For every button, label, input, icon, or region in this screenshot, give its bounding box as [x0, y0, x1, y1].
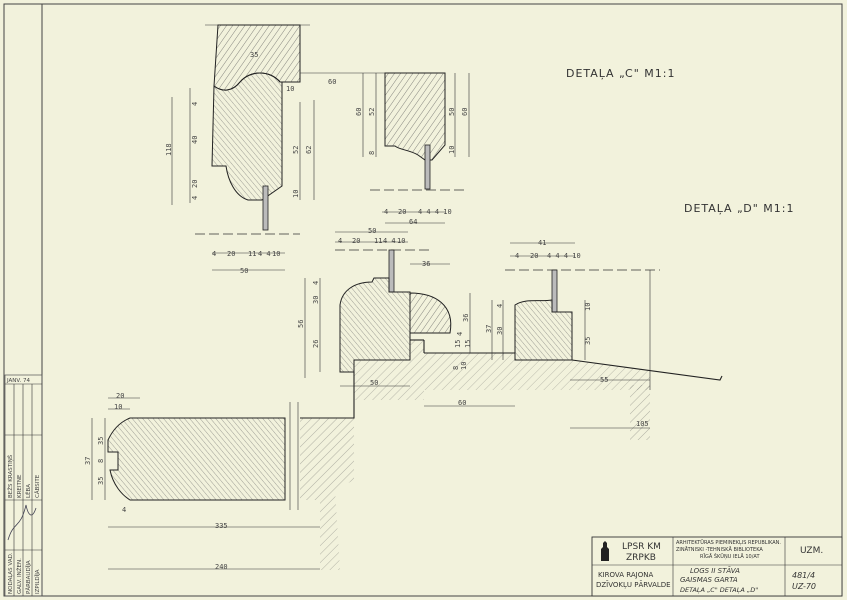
dim-label: 50: [370, 379, 378, 387]
dim-label: 4 4 4 10: [418, 208, 452, 216]
role-label: IZPILDĪJA: [34, 569, 41, 594]
client-line-2: DZĪVOKĻU PĀRVALDE: [596, 580, 671, 590]
dim-label: 35: [584, 337, 592, 345]
tower-logo-icon: [601, 541, 609, 561]
drawing-title-line-1: LOGS II STĀVA: [690, 566, 740, 575]
drawing-title-line-3: DETAĻA „C" DETAĻA „D": [680, 586, 758, 594]
name-label: CĀBSITE: [34, 474, 41, 498]
dim-label: 240: [215, 563, 228, 571]
dim-label: 4: [191, 196, 199, 200]
signature-strip: [4, 374, 43, 597]
dim-label: 56: [297, 320, 305, 328]
dim-label: 20: [530, 252, 538, 260]
dim-label: 11: [374, 237, 382, 245]
dim-label: 4 4 4 10: [547, 252, 581, 260]
dim-label: 10: [397, 237, 405, 245]
archive-line-3: RĪGĀ ŠKŪŅU IELĀ 10/AT: [700, 553, 760, 560]
dim-label: 10: [292, 190, 300, 198]
uzm-label: UZM.: [800, 546, 823, 556]
dim-label: 26: [312, 340, 320, 348]
archive-line-2: ZINĀTNISKI -TEHNISKĀ BIBLIOTEKA: [676, 546, 763, 553]
drawing-code: UZ-70: [792, 582, 816, 591]
dim-label: 20: [398, 208, 406, 216]
dim-label: 20: [227, 250, 235, 258]
detail-c-sash-profile: [362, 72, 470, 224]
client-line-1: KIROVA RAJONA: [598, 571, 653, 579]
dim-label: 36: [462, 314, 470, 322]
logo-line-1: LPSR KM: [622, 542, 661, 552]
dim-label: 10: [448, 146, 456, 154]
dim-label: 10: [286, 85, 294, 93]
dim-label: 4: [212, 250, 216, 258]
dim-label: 118: [165, 143, 173, 156]
archive-line-1: ARHITEKTŪRAS PIEMINEKĻIS REPUBLIKAN.: [676, 539, 781, 546]
detail-d-title: DETAĻA „D" M1:1: [684, 202, 795, 215]
dim-label: 10: [584, 303, 592, 311]
dim-label: 30: [312, 296, 320, 304]
dim-label: 105: [636, 420, 649, 428]
dim-label: 60: [458, 399, 466, 407]
dim-label: 35: [97, 437, 105, 445]
dim-label: 4: [384, 208, 388, 216]
dim-label: 4: [515, 252, 519, 260]
name-label: LĒBA: [25, 484, 32, 498]
dim-label: 50: [368, 227, 376, 235]
dim-label: 8: [368, 151, 376, 155]
dim-label: 60: [328, 78, 336, 86]
dim-label: 10: [114, 403, 122, 411]
dim-label: 52: [292, 146, 300, 154]
dim-label: 4 4: [383, 237, 396, 245]
dim-label: 8: [97, 459, 105, 463]
dim-label: 335: [215, 522, 228, 530]
dim-label: 15: [454, 340, 462, 348]
drawing-number: 481/4: [792, 571, 815, 580]
name-label: KREITNE: [17, 474, 23, 498]
dim-label: 8: [452, 366, 460, 370]
dim-label: 55: [600, 376, 608, 384]
dim-label: 62: [305, 146, 313, 154]
dim-label: 4: [338, 237, 342, 245]
dim-label: 4: [456, 332, 464, 336]
detail-c-title: DETAĻA „C" M1:1: [566, 67, 676, 80]
dim-label: 41: [538, 239, 546, 247]
dim-label: 35: [250, 51, 258, 59]
dim-label: 60: [355, 108, 363, 116]
dim-label: 20: [191, 180, 199, 188]
role-label: PĀRBAUDĪJA: [25, 560, 32, 594]
dim-label: 50: [448, 108, 456, 116]
dim-label: 52: [368, 108, 376, 116]
dim-label: 40: [191, 136, 199, 144]
dim-label: 10: [460, 362, 468, 370]
dim-label: 64: [409, 218, 417, 226]
dim-label: 35: [97, 477, 105, 485]
title-block: [591, 536, 843, 597]
dim-label: 36: [422, 260, 430, 268]
dim-label: 4: [312, 281, 320, 285]
logo-line-2: ZRPKB: [626, 553, 656, 563]
name-label: BEŽS KRASTIŅŠ: [6, 454, 14, 498]
dim-label: 11: [248, 250, 256, 258]
dim-label: 37: [485, 325, 493, 333]
dim-label: 10: [272, 250, 280, 258]
dim-label: 4: [191, 102, 199, 106]
outer-frame: [3, 3, 843, 597]
window-sill-section: [91, 397, 354, 570]
dim-label: 20: [116, 392, 124, 400]
dim-label: 4 4: [258, 250, 271, 258]
detail-c-frame-profile: [171, 24, 385, 271]
role-label: NODAĻAS VAD.: [8, 552, 14, 594]
dim-label: 20: [352, 237, 360, 245]
dim-label: 15: [464, 340, 472, 348]
dim-label: 60: [461, 108, 469, 116]
detail-d-profile: [491, 242, 723, 440]
drawing-date: JANV. 74: [6, 378, 30, 384]
drawing-title-line-2: GAISMAS GARTA: [680, 576, 738, 584]
dim-label: 4: [496, 304, 504, 308]
detail-c-sill-profile: [300, 231, 650, 419]
dim-label: 37: [84, 457, 92, 465]
dim-label: 4: [122, 506, 126, 514]
dim-label: 50: [240, 267, 248, 275]
role-label: GALV. INŽEN.: [15, 558, 23, 594]
dim-label: 30: [496, 327, 504, 335]
